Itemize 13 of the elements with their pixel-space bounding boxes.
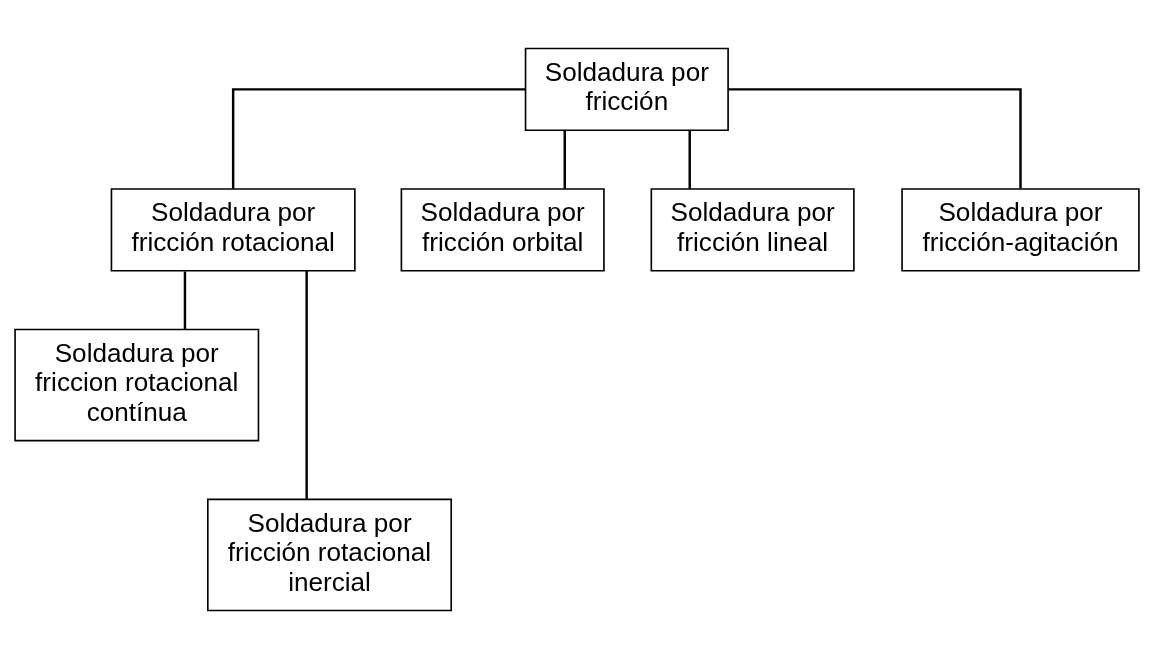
node-box: Soldadura por fricción rotacional bbox=[110, 188, 356, 272]
connector bbox=[305, 271, 308, 499]
node-box: Soldadura por fricción-agitación bbox=[901, 188, 1140, 272]
connector bbox=[231, 88, 526, 189]
connector bbox=[728, 88, 1022, 189]
connector bbox=[688, 130, 691, 189]
connector bbox=[563, 130, 566, 189]
node-box: Soldadura por fricción rotacional inercial bbox=[207, 498, 453, 612]
node-box: Soldadura por fricción orbital bbox=[400, 188, 605, 272]
connector bbox=[183, 271, 187, 330]
node-box: Soldadura por fricción lineal bbox=[650, 188, 855, 272]
node-box: Soldadura por friccion rotacional contínua bbox=[14, 328, 260, 442]
node-box: Soldadura por fricción bbox=[524, 47, 729, 132]
